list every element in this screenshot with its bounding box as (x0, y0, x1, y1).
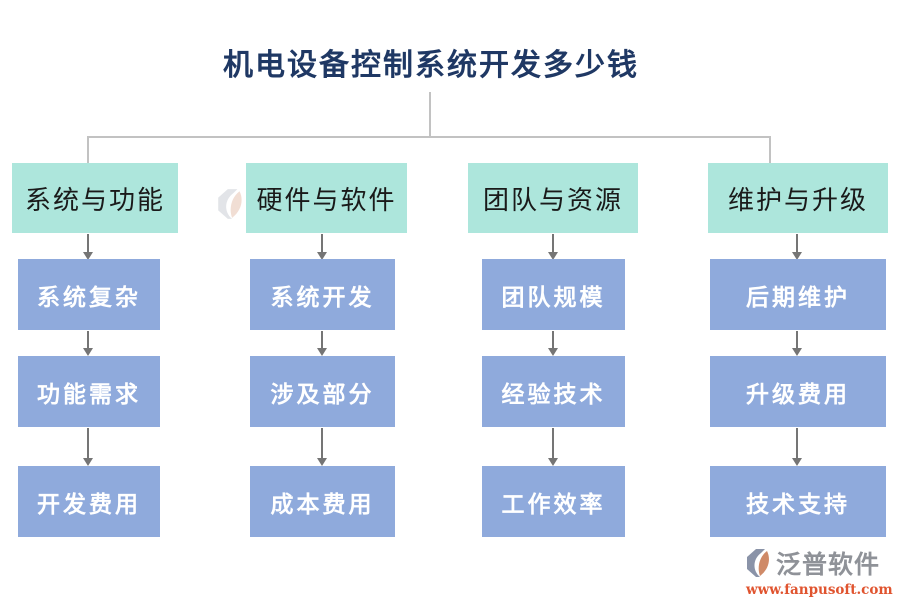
flow-box: 经验技术 (482, 356, 625, 427)
flow-box: 系统开发 (250, 259, 395, 330)
connector-crossbar (87, 136, 771, 138)
column-header-4: 维护与升级 (708, 163, 888, 233)
flow-box: 工作效率 (482, 466, 625, 537)
flow-box: 升级费用 (710, 356, 886, 427)
connector-stem (429, 92, 431, 137)
down-arrow (317, 428, 327, 466)
fanpu-logo-icon (747, 549, 769, 577)
down-arrow (317, 234, 327, 260)
page-title: 机电设备控制系统开发多少钱 (223, 48, 639, 83)
down-arrow (792, 428, 802, 466)
down-arrow (792, 331, 802, 356)
down-arrow (548, 331, 558, 356)
brand-name: 泛普软件 (776, 550, 881, 579)
column-header-2: 硬件与软件 (246, 163, 407, 233)
down-arrow (83, 331, 93, 356)
brand-url: www.fanpusoft.com (746, 582, 893, 598)
down-arrow (317, 331, 327, 356)
column-header-1: 系统与功能 (12, 163, 178, 233)
down-arrow (83, 428, 93, 466)
flow-box: 技术支持 (710, 466, 886, 537)
down-arrow (548, 234, 558, 260)
brand-logo: 泛普软件 www.fanpusoft.com (746, 545, 893, 598)
flow-box: 成本费用 (250, 466, 395, 537)
flow-box: 涉及部分 (250, 356, 395, 427)
watermark-icon (216, 188, 246, 224)
down-arrow (548, 428, 558, 466)
down-arrow (83, 234, 93, 260)
brand-row: 泛普软件 (746, 545, 892, 581)
flow-box: 开发费用 (18, 466, 160, 537)
flow-box: 后期维护 (710, 259, 886, 330)
flow-box: 功能需求 (18, 356, 160, 427)
flow-box: 系统复杂 (18, 259, 160, 330)
column-header-3: 团队与资源 (468, 163, 638, 233)
connector-drop-left (87, 137, 89, 164)
connector-drop-right (769, 137, 771, 164)
flow-box: 团队规模 (482, 259, 625, 330)
down-arrow (792, 234, 802, 260)
